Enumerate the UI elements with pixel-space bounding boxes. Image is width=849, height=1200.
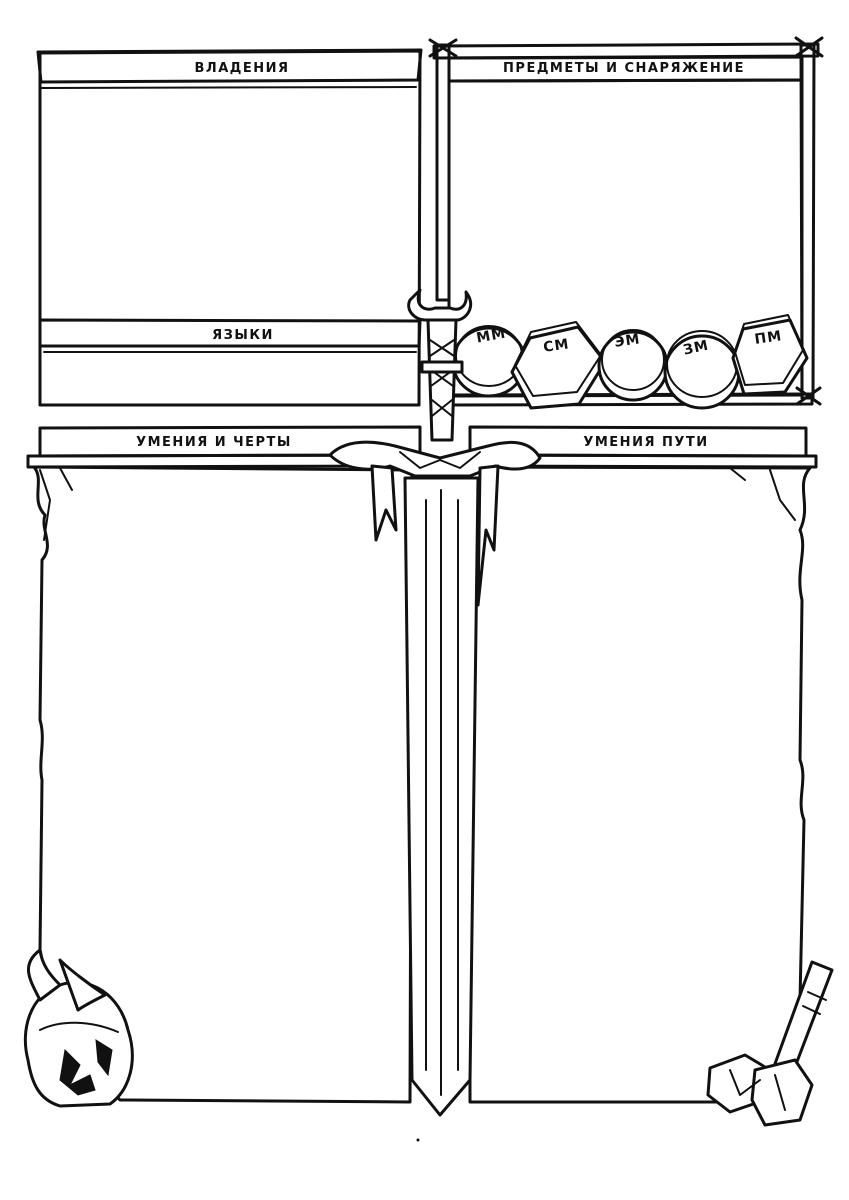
proficiencies-title: ВЛАДЕНИЯ xyxy=(195,61,290,76)
coin-label-sp: СМ xyxy=(542,336,570,355)
hammer-icon xyxy=(706,960,834,1127)
path-skills-area[interactable] xyxy=(478,480,794,1090)
equipment-area[interactable] xyxy=(454,86,798,316)
coin-label-ep: ЭМ xyxy=(613,331,641,350)
languages-title: ЯЗЫКИ xyxy=(212,328,274,343)
path-skills-title: УМЕНИЯ ПУТИ xyxy=(583,435,708,450)
coin-cp[interactable]: ММ xyxy=(451,325,527,398)
path-skills-panel: УМЕНИЯ ПУТИ xyxy=(468,425,818,1104)
proficiencies-area[interactable] xyxy=(44,92,416,318)
coin-sp[interactable]: СМ xyxy=(510,321,607,410)
proficiencies-panel: ВЛАДЕНИЯ xyxy=(36,48,423,407)
coin-pp[interactable]: ПМ xyxy=(731,314,809,396)
page-mark xyxy=(416,1138,420,1142)
languages-panel: ЯЗЫКИ xyxy=(38,318,422,401)
coin-pouch: ММ СМ ЭМ ЗМ ПМ xyxy=(451,314,809,410)
coin-ep[interactable]: ЭМ xyxy=(597,329,669,402)
coin-label-cp: ММ xyxy=(475,326,507,347)
equipment-panel: ПРЕДМЕТЫ И СНАРЯЖЕНИЕ xyxy=(428,36,824,407)
sword-icon xyxy=(328,288,542,1117)
coin-label-pp: ПМ xyxy=(754,328,784,348)
equipment-title: ПРЕДМЕТЫ И СНАРЯЖЕНИЕ xyxy=(503,61,745,76)
languages-area[interactable] xyxy=(44,356,416,401)
helmet-icon xyxy=(23,948,134,1108)
skills-traits-title: УМЕНИЯ И ЧЕРТЫ xyxy=(136,435,292,450)
coin-label-gp: ЗМ xyxy=(682,338,711,359)
coin-gp[interactable]: ЗМ xyxy=(663,330,741,410)
